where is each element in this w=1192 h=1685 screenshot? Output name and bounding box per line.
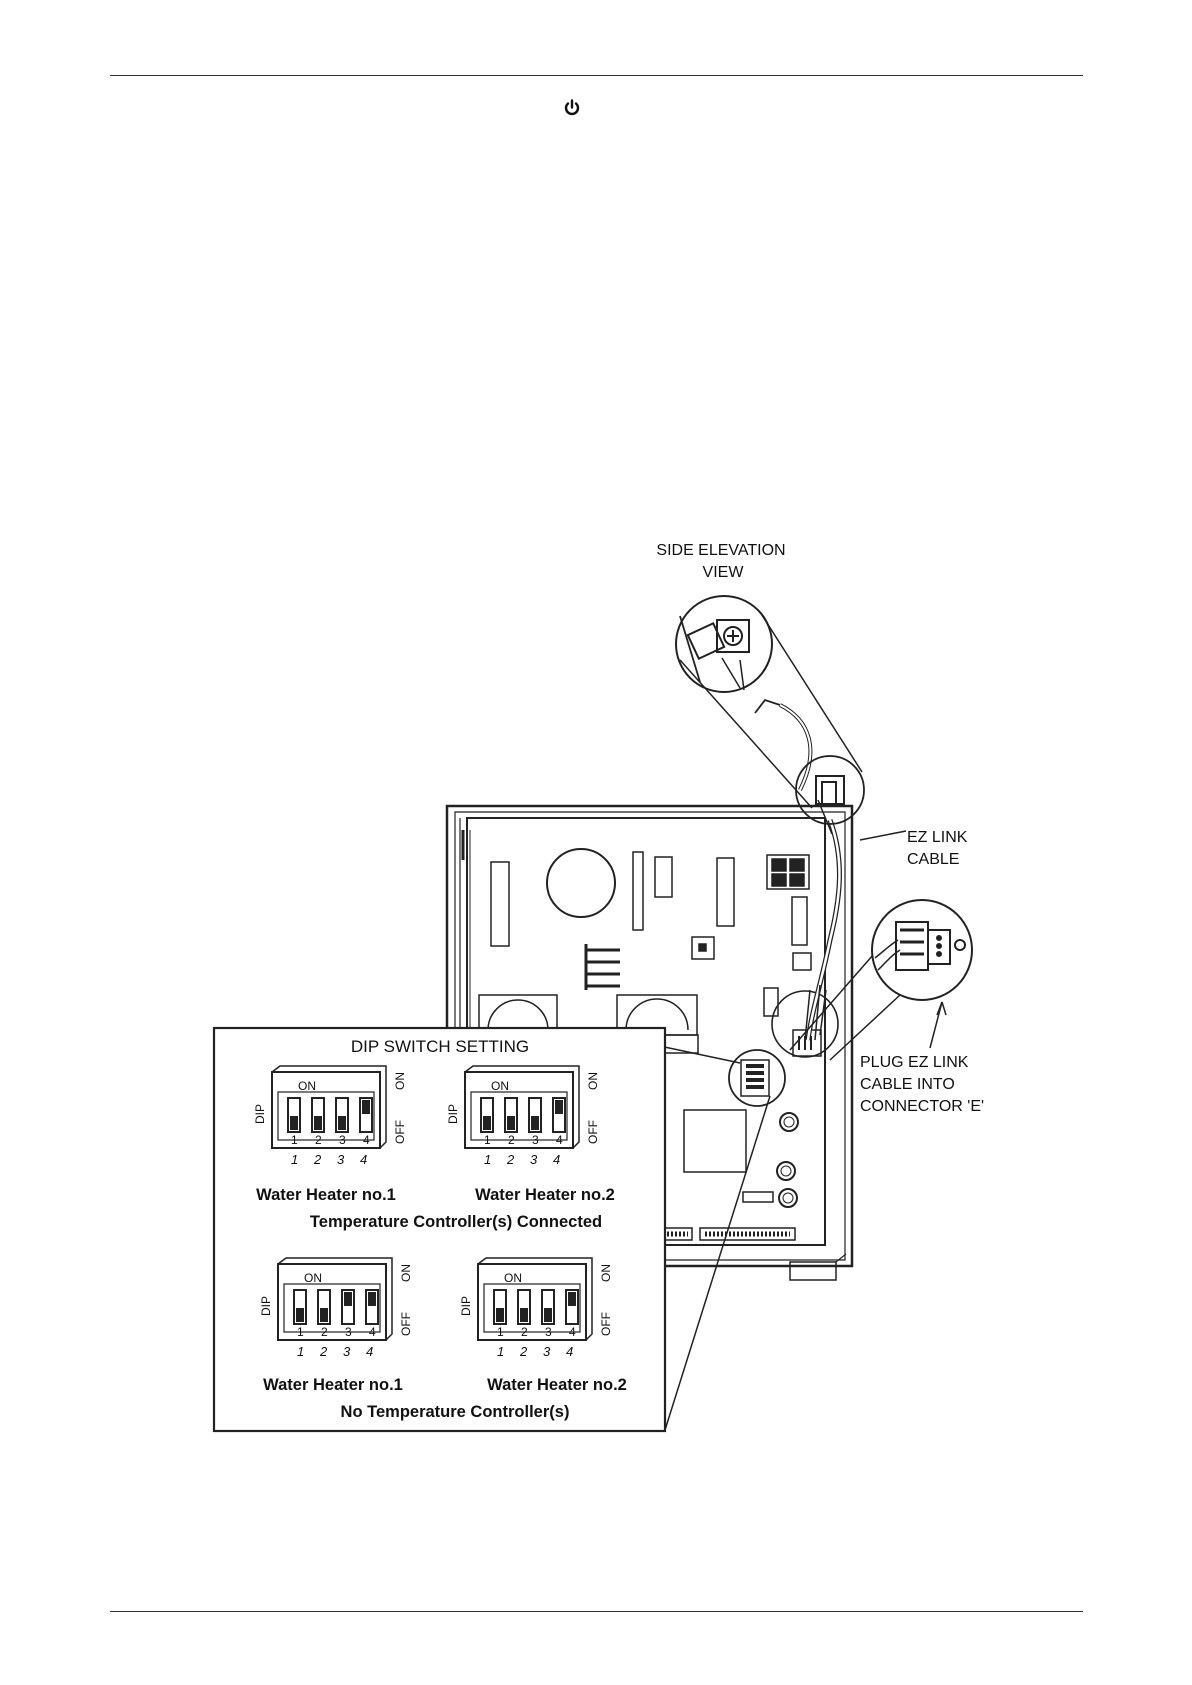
group-connected-label: Temperature Controller(s) Connected: [310, 1213, 602, 1231]
position-number: 4: [553, 1152, 560, 1167]
water-heater-caption: Water Heater no.1: [256, 1186, 396, 1204]
lever-number: 1: [484, 1133, 491, 1147]
lever-number: 1: [291, 1133, 298, 1147]
inset-leader-top: [654, 1044, 741, 1064]
on-side-label: ON: [399, 1264, 413, 1282]
lever-number: 2: [321, 1325, 328, 1339]
position-number: 1: [484, 1152, 491, 1167]
lever-number: 2: [508, 1133, 515, 1147]
position-number: 3: [543, 1344, 551, 1359]
lever-number: 3: [532, 1133, 539, 1147]
position-number: 1: [497, 1344, 504, 1359]
position-number: 4: [566, 1344, 573, 1359]
water-heater-caption: Water Heater no.2: [487, 1376, 627, 1394]
on-side-label: ON: [586, 1072, 600, 1090]
position-number: 2: [313, 1152, 322, 1167]
lever-number: 3: [345, 1325, 352, 1339]
on-label: ON: [504, 1271, 522, 1285]
plug-leader: [929, 1001, 943, 1049]
dip-lever-off: [507, 1116, 515, 1130]
position-number: 2: [519, 1344, 528, 1359]
dip-lever-on: [568, 1292, 576, 1306]
dip-lever-off: [544, 1308, 552, 1322]
lever-number: 4: [556, 1133, 563, 1147]
lever-number: 4: [569, 1325, 576, 1339]
water-heater-caption: Water Heater no.2: [475, 1186, 615, 1204]
off-side-label: OFF: [399, 1312, 413, 1336]
inset-leader-bottom: [664, 1095, 771, 1431]
footer-rule: [110, 1611, 1083, 1612]
power-icon: [564, 99, 580, 116]
plug-label: PLUG EZ LINK: [860, 1054, 969, 1071]
dip-label: DIP: [253, 1104, 267, 1124]
off-side-label: OFF: [599, 1312, 613, 1336]
header-rule: [110, 75, 1083, 76]
lever-number: 4: [363, 1133, 370, 1147]
lever-number: 3: [545, 1325, 552, 1339]
dip-lever-on: [368, 1292, 376, 1306]
dip-lever-off: [483, 1116, 491, 1130]
connector-e-detail: [789, 899, 973, 1061]
side-elevation-label-2: VIEW: [703, 564, 745, 581]
lever-number: 3: [339, 1133, 346, 1147]
side-elevation-label: SIDE ELEVATION: [656, 542, 785, 559]
plug-label-2: CABLE INTO: [860, 1076, 955, 1093]
dip-lever-off: [520, 1308, 528, 1322]
dip-label: DIP: [459, 1296, 473, 1316]
position-number: 3: [530, 1152, 538, 1167]
on-label: ON: [491, 1079, 509, 1093]
position-number: 1: [297, 1344, 304, 1359]
off-side-label: OFF: [586, 1120, 600, 1144]
on-label: ON: [304, 1271, 322, 1285]
dip-lever-off: [531, 1116, 539, 1130]
dip-lever-off: [296, 1308, 304, 1322]
dip-label: DIP: [446, 1104, 460, 1124]
position-number: 1: [291, 1152, 298, 1167]
dip-lever-on: [555, 1100, 563, 1114]
dip-lever-on: [344, 1292, 352, 1306]
ez-link-leader: [859, 830, 907, 841]
lever-number: 2: [521, 1325, 528, 1339]
off-side-label: OFF: [393, 1120, 407, 1144]
lever-number: 2: [315, 1133, 322, 1147]
group-none-label: No Temperature Controller(s): [341, 1403, 570, 1421]
ez-link-label-2: CABLE: [907, 851, 959, 868]
dip-lever-on: [362, 1100, 370, 1114]
ez-link-label: EZ LINK: [907, 829, 968, 846]
water-heater-caption: Water Heater no.1: [263, 1376, 403, 1394]
plug-label-3: CONNECTOR 'E': [860, 1098, 984, 1115]
lever-number: 1: [497, 1325, 504, 1339]
ez-link-cable: [754, 698, 865, 1041]
on-side-label: ON: [599, 1264, 613, 1282]
dip-lever-off: [290, 1116, 298, 1130]
dip-label: DIP: [259, 1296, 273, 1316]
dip-lever-off: [496, 1308, 504, 1322]
on-side-label: ON: [393, 1072, 407, 1090]
lever-number: 1: [297, 1325, 304, 1339]
dip-lever-off: [338, 1116, 346, 1130]
position-number: 4: [360, 1152, 367, 1167]
side-elevation-view: [675, 595, 863, 809]
lever-number: 4: [369, 1325, 376, 1339]
position-number: 3: [337, 1152, 345, 1167]
position-number: 4: [366, 1344, 373, 1359]
position-number: 2: [319, 1344, 328, 1359]
dip-switch-title: DIP SWITCH SETTING: [351, 1037, 529, 1056]
on-label: ON: [298, 1079, 316, 1093]
circuit-board: [478, 848, 839, 1241]
dip-lever-off: [314, 1116, 322, 1130]
position-number: 2: [506, 1152, 515, 1167]
position-number: 3: [343, 1344, 351, 1359]
dip-lever-off: [320, 1308, 328, 1322]
